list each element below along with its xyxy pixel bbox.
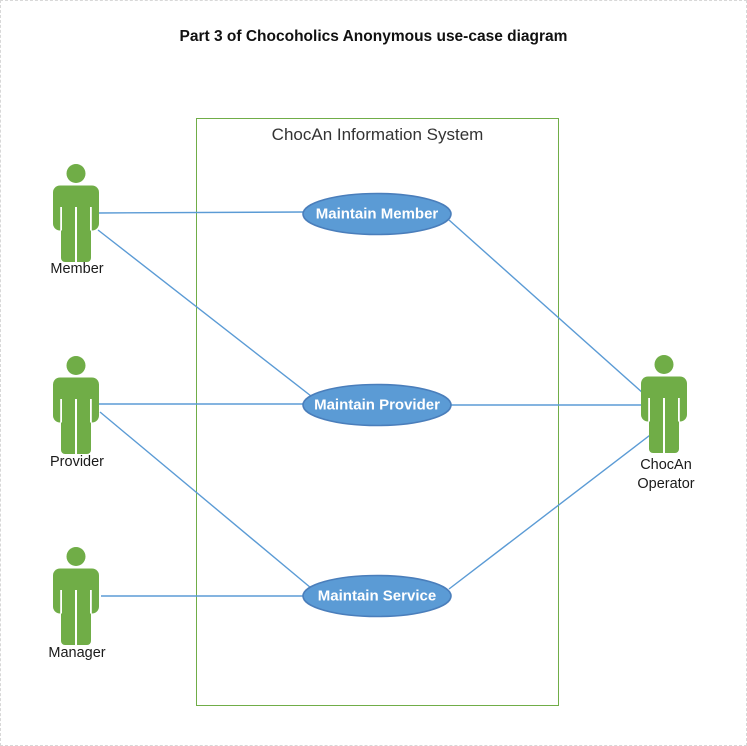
- use-case-maintain-member-shape: [302, 192, 452, 236]
- association-member-maintain-provider: [97, 229, 312, 397]
- actor-label-provider: Provider: [50, 454, 104, 470]
- association-lines: [97, 211, 659, 597]
- association-member-maintain-member: [97, 211, 305, 214]
- actor-label-manager: Manager: [48, 645, 106, 661]
- use-case-label-maintain-provider: Maintain Provider: [314, 396, 440, 414]
- actor-provider-icon: [53, 356, 99, 454]
- association-operator-maintain-member: [448, 219, 645, 395]
- use-case-label-maintain-member: Maintain Member: [315, 205, 439, 223]
- actor-manager-icon: [53, 547, 99, 645]
- association-provider-maintain-service: [99, 411, 312, 589]
- diagram-title: Part 3 of Chocoholics Anonymous use-case…: [179, 28, 568, 45]
- use-case-label-maintain-service: Maintain Service: [317, 587, 437, 605]
- actor-label-chocan-operator: ChocAn Operator: [637, 457, 695, 492]
- association-operator-maintain-service: [448, 428, 659, 590]
- actor-label-member: Member: [50, 261, 104, 277]
- actor-member-icon: [53, 164, 99, 262]
- use-case-maintain-provider-shape: [302, 383, 452, 427]
- use-case-maintain-service-shape: [302, 574, 452, 618]
- system-boundary-label: ChocAn Information System: [271, 125, 484, 144]
- actor-chocan-operator-icon: [641, 355, 687, 453]
